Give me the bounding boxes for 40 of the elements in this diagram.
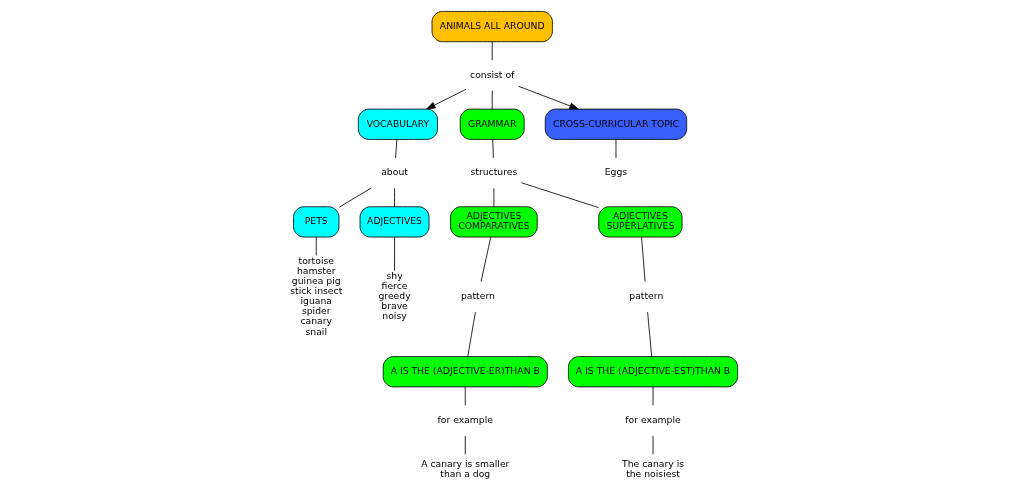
node-text: pattern [460,290,495,302]
connector [491,90,493,110]
connector [646,311,652,357]
node-box: CROSS-CURRICULAR TOPIC [544,108,687,140]
node-text: for example [437,413,493,425]
node-text: consist of [469,68,514,80]
connector [615,139,616,159]
node-text: pattern [628,290,663,302]
node-text: A canary is smaller than a dog [420,457,509,479]
node-box: GRAMMAR [459,108,525,140]
connector [315,236,317,256]
connector [338,187,372,208]
connector [464,386,466,406]
connector [491,139,494,159]
connector [520,182,599,208]
connector [491,41,493,61]
connector [466,311,476,357]
node-text: shy fierce greedy brave noisy [377,269,411,322]
arrow [517,85,579,110]
node-text: The canary is the noisiest [621,457,684,479]
connector [393,187,395,208]
node-text: structures [470,166,517,178]
node-box: ADJECTIVES SUPERLATIVES [597,206,682,238]
connector [480,236,491,282]
node-box: PETS [292,206,339,238]
node-text: tortoise hamster guinea pig stick insect iguana spider canary snail [289,254,342,337]
node-text: Eggs [604,166,627,178]
connector [393,236,395,271]
node-box: A IS THE (ADJECTIVE-EST)THAN B [567,356,738,388]
node-box: ADJECTIVES COMPARATIVES [449,206,538,238]
connector [394,139,397,159]
node-box: ANIMALS ALL AROUND [431,11,553,43]
node-box: ADJECTIVES [359,206,429,238]
node-box: A IS THE (ADJECTIVE-ER)THAN B [382,356,548,388]
arrow [425,88,466,110]
node-box: VOCABULARY [357,108,438,140]
node-text: for example [624,413,681,425]
connector [640,236,646,282]
node-text: about [380,166,408,178]
connector [492,187,494,208]
